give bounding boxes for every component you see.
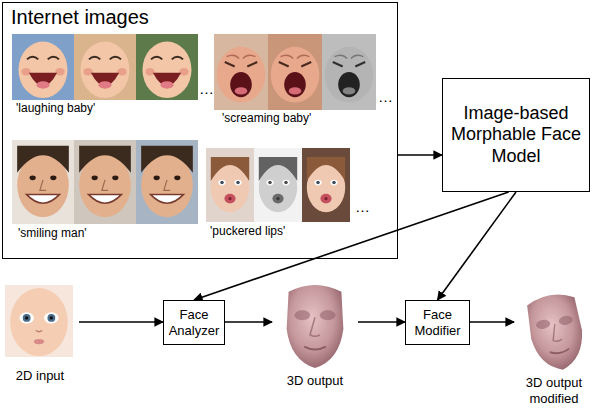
node-text: 3D output modified [514, 375, 594, 406]
ellipsis-mark: … [355, 198, 370, 215]
node-text: 2D input [1, 368, 79, 383]
photo-background [206, 148, 254, 222]
node-text: Face Analyzer [167, 307, 221, 338]
photo-background [136, 34, 198, 100]
face-photo [217, 47, 266, 103]
process-box: Face Modifier [405, 300, 470, 345]
flow-arrow [470, 321, 514, 323]
photo-caption: 'laughing baby' [16, 102, 95, 116]
photo-background [74, 140, 136, 224]
node-text: Image-based Morphable Face Model [449, 103, 583, 167]
input-photo-background [5, 285, 73, 357]
node-text: 3D output [272, 373, 358, 388]
photo-background [302, 148, 350, 222]
photo-background [136, 140, 198, 224]
photo-background [322, 34, 376, 110]
photo-background [268, 34, 322, 110]
face-photo [211, 157, 249, 212]
model-box: Image-based Morphable Face Model [442, 78, 590, 192]
photo-background [214, 34, 268, 110]
output-figure: 3D output [272, 280, 358, 388]
flow-arrow [398, 154, 442, 156]
photo-thumbnails [206, 148, 350, 222]
face-photo [79, 146, 131, 217]
node-text: Face Modifier [409, 307, 466, 338]
photo-thumbnails [12, 140, 198, 224]
image-collection-panel: Internet images [2, 2, 398, 259]
input-figure: 2D input [1, 283, 79, 383]
face-photo [307, 157, 345, 212]
photo-thumbnails [12, 34, 198, 100]
face-photo [259, 157, 297, 212]
face-photo [325, 47, 374, 103]
face-photo [80, 42, 129, 99]
photo-background [254, 148, 302, 222]
face-photo [141, 146, 193, 217]
flow-arrow [225, 321, 272, 323]
photo-thumbnails [214, 34, 376, 110]
output-figure: 3D output modified [514, 286, 594, 406]
process-box: Face Analyzer [163, 300, 225, 345]
photo-background [74, 34, 136, 100]
photo-caption: 'puckered lips' [210, 225, 285, 239]
photo-caption: 'smiling man' [18, 227, 87, 241]
face-photo [271, 47, 320, 103]
photo-background [12, 140, 74, 224]
photo-caption: 'screaming baby' [222, 112, 311, 126]
ellipsis-mark: … [378, 88, 393, 105]
flow-arrow [79, 321, 163, 323]
ellipsis-mark: … [199, 80, 214, 97]
3d-face-render [524, 291, 588, 374]
3d-face-render [287, 285, 344, 368]
photo-background [12, 34, 74, 100]
face-photo [142, 42, 191, 99]
flow-arrow [438, 192, 517, 300]
face-photo [17, 146, 69, 217]
node-text: Internet images [9, 6, 151, 30]
face-photo [18, 42, 67, 99]
3d-face-render-modified [524, 291, 588, 374]
flow-arrow [358, 321, 405, 323]
input-face-photo [10, 288, 68, 356]
flow-arrow [194, 192, 509, 300]
